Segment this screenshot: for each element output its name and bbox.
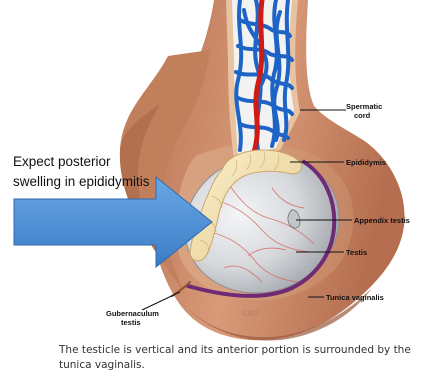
artist-signature: GBD	[242, 309, 259, 318]
label-testis: Testis	[346, 248, 367, 257]
leader-gubernaculum	[142, 292, 180, 310]
figure-caption: The testicle is vertical and its anterio…	[59, 343, 428, 373]
callout-line-2: swelling in epididymitis	[13, 174, 150, 189]
label-appendix-testis: Appendix testis	[354, 216, 410, 225]
label-gubernaculum-testis: Gubernaculum testis	[106, 309, 161, 327]
label-spermatic-cord: Spermatic cord	[346, 102, 384, 120]
label-epididymis: Epididymis	[346, 158, 386, 167]
callout-line-1: Expect posterior	[13, 154, 111, 169]
label-tunica-vaginalis: Tunica vaginalis	[326, 293, 384, 302]
